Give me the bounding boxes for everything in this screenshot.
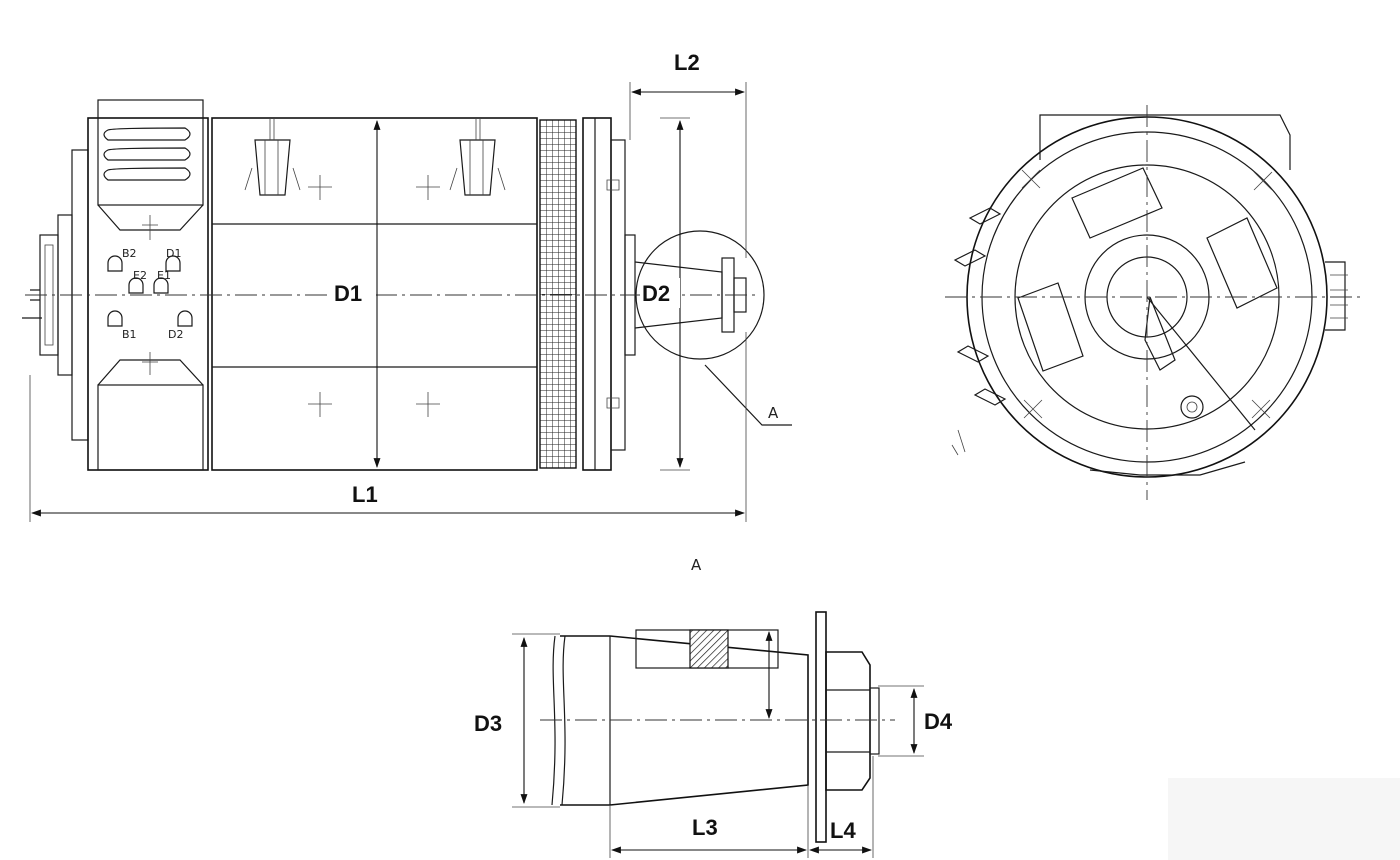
label-d3: D3 [474,711,502,736]
dimension-d4: D4 [878,685,953,757]
terminal-label-d1: D1 [166,247,181,260]
dimension-l2: L2 [629,50,747,258]
dimension-d1: D1 [330,120,381,468]
dimension-l3: L3 [609,785,809,858]
label-l3: L3 [692,815,718,840]
detail-view-a: A D3 [474,556,953,858]
side-studs [951,207,1348,456]
terminal-box: B2 D1 E2 E1 B1 D2 [87,99,209,471]
inspection-covers [1017,167,1278,372]
terminal-label-e1: E1 [157,269,171,282]
label-l1: L1 [352,482,378,507]
label-l2: L2 [674,50,700,75]
dimension-d2: D2 [640,117,690,471]
end-view [945,105,1360,500]
terminal-label-e2: E2 [133,269,147,282]
detail-view-title: A [691,556,702,574]
terminal-label-b1: B1 [122,328,137,341]
brush-holder-left [244,118,301,196]
label-d4: D4 [924,709,953,734]
dimension-l1: L1 [29,332,747,522]
background-patch [1168,778,1400,860]
terminal-label-b2: B2 [122,247,137,260]
label-d1: D1 [334,281,362,306]
detail-circle-a: A [635,230,792,426]
detail-callout-label: A [768,404,779,422]
bolt-marks [1021,169,1273,419]
terminal-label-d2: D2 [168,328,183,341]
label-l4: L4 [830,818,856,843]
ventilation-grille [539,119,577,469]
brush-holder-right [449,118,506,196]
dimension-d3: D3 [474,633,560,808]
dimension-l4: L4 [809,756,874,858]
side-view: B2 D1 E2 E1 B1 D2 [22,50,792,522]
label-d2: D2 [642,281,670,306]
terminal-studs [107,255,193,327]
